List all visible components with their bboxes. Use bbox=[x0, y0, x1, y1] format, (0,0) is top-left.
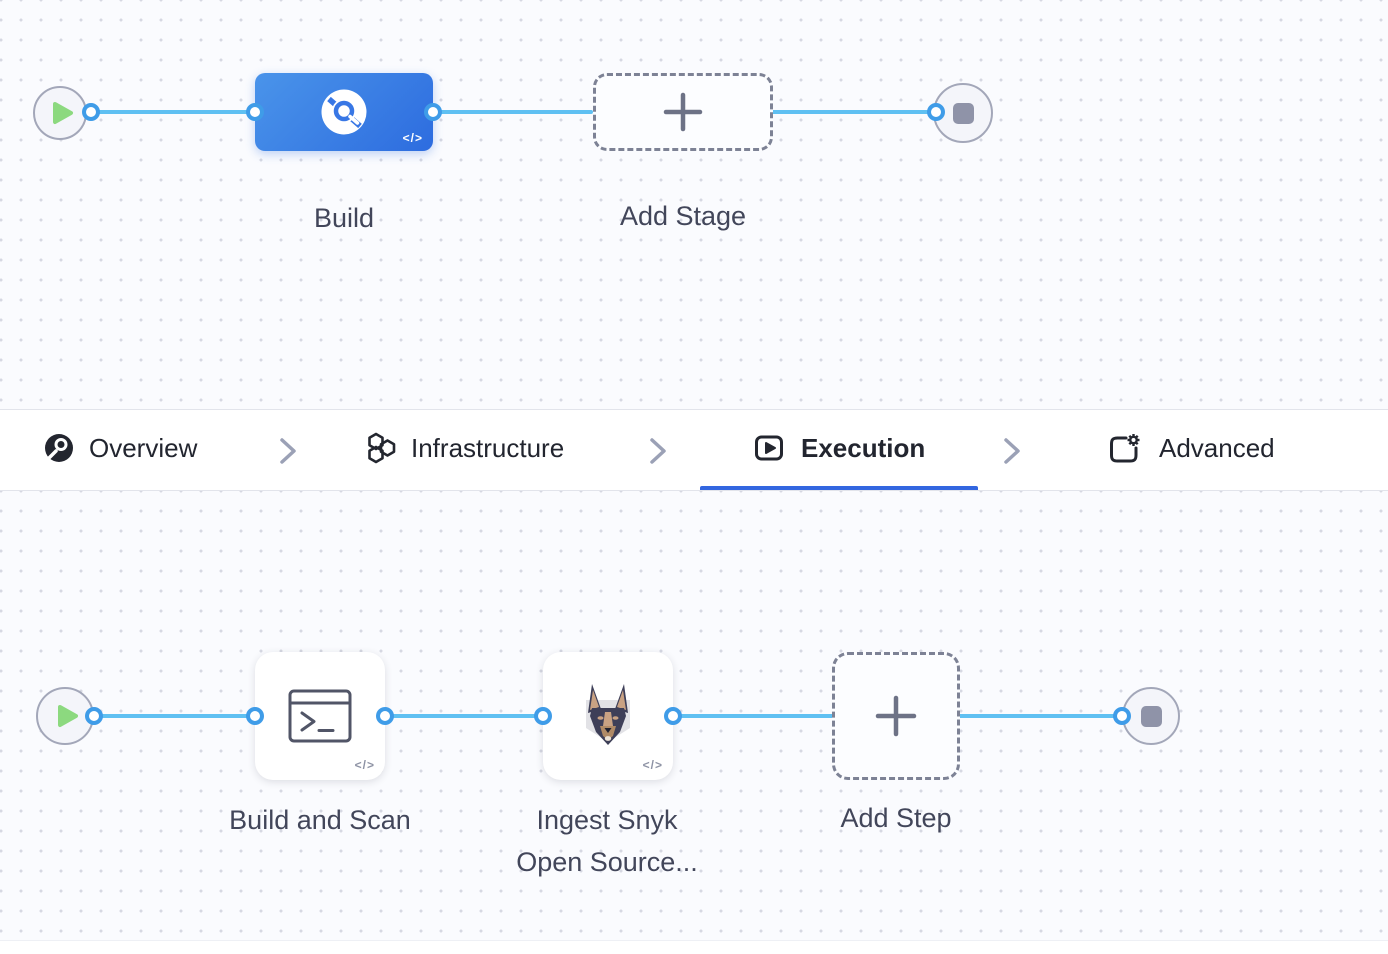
stage-tab-bar: Overview Infrastructure Execution bbox=[0, 409, 1388, 491]
step-ingest-snyk-label: Ingest Snyk Open Source... bbox=[477, 799, 737, 883]
step-ingest-snyk-label-line1: Ingest Snyk bbox=[536, 805, 678, 835]
play-icon bbox=[52, 102, 73, 124]
stop-icon bbox=[952, 102, 974, 124]
add-stage-button[interactable] bbox=[593, 73, 773, 151]
edge-start-to-build bbox=[91, 110, 255, 114]
execution-start-node[interactable] bbox=[36, 687, 94, 745]
edge-start-to-step1 bbox=[94, 714, 257, 718]
chevron-right-icon bbox=[650, 438, 666, 464]
tab-infrastructure-label: Infrastructure bbox=[411, 432, 565, 463]
step-code-badge: </> bbox=[354, 758, 375, 772]
active-tab-underline bbox=[700, 486, 978, 490]
port-build-out[interactable] bbox=[424, 103, 442, 121]
edge-build-to-addstage bbox=[433, 110, 593, 114]
execution-end-node[interactable] bbox=[1122, 687, 1180, 745]
port-step1-out[interactable] bbox=[376, 707, 394, 725]
terminal-icon bbox=[288, 689, 352, 743]
canvas-bottom-edge bbox=[0, 940, 1388, 954]
execution-icon bbox=[755, 435, 783, 461]
stage-code-badge: </> bbox=[402, 131, 423, 145]
plus-icon bbox=[663, 92, 703, 132]
port-build-in[interactable] bbox=[246, 103, 264, 121]
step-build-and-scan-label: Build and Scan bbox=[229, 805, 411, 835]
tab-execution[interactable]: Execution bbox=[752, 410, 925, 486]
stage-build-label: Build bbox=[313, 203, 375, 233]
port-step2-out[interactable] bbox=[664, 707, 682, 725]
step-build-and-scan[interactable]: </> bbox=[255, 652, 385, 780]
edge-addstep-to-end bbox=[958, 714, 1122, 718]
tab-advanced[interactable]: Advanced bbox=[1106, 410, 1275, 486]
tab-overview[interactable]: Overview bbox=[44, 410, 197, 486]
port-start-out[interactable] bbox=[82, 103, 100, 121]
add-step-button[interactable] bbox=[832, 652, 960, 780]
advanced-icon bbox=[1110, 434, 1140, 463]
stage-graph-canvas[interactable]: </> Build Add Stage bbox=[0, 0, 1388, 409]
infrastructure-icon bbox=[368, 432, 396, 464]
stage-build[interactable]: </> bbox=[255, 73, 433, 151]
edge-addstage-to-end bbox=[771, 110, 936, 114]
add-step-label: Add Step bbox=[840, 803, 952, 833]
port-end-in[interactable] bbox=[927, 103, 945, 121]
port-start-out[interactable] bbox=[85, 707, 103, 725]
port-step1-in[interactable] bbox=[246, 707, 264, 725]
step-ingest-snyk[interactable]: </> bbox=[543, 652, 673, 780]
tab-execution-label: Execution bbox=[801, 432, 926, 463]
ci-build-icon bbox=[321, 89, 367, 135]
tab-infrastructure[interactable]: Infrastructure bbox=[362, 410, 564, 486]
chevron-right-icon bbox=[1004, 438, 1020, 464]
ci-overview-icon bbox=[45, 434, 73, 462]
play-icon bbox=[57, 705, 78, 727]
execution-graph-canvas[interactable]: </> </> bbox=[0, 491, 1388, 940]
edge-step1-to-step2 bbox=[385, 714, 545, 718]
stop-icon bbox=[1140, 705, 1162, 727]
step-code-badge: </> bbox=[642, 758, 663, 772]
tab-overview-label: Overview bbox=[89, 432, 198, 463]
plus-icon bbox=[875, 695, 917, 737]
port-end-in[interactable] bbox=[1113, 707, 1131, 725]
tab-advanced-label: Advanced bbox=[1159, 432, 1275, 463]
port-step2-in[interactable] bbox=[534, 707, 552, 725]
add-stage-label: Add Stage bbox=[619, 201, 747, 231]
chevron-right-icon bbox=[280, 438, 296, 464]
edge-step2-to-addstep bbox=[673, 714, 834, 718]
snyk-dog-icon bbox=[586, 684, 630, 745]
pipeline-start-node[interactable] bbox=[33, 86, 87, 140]
step-ingest-snyk-label-line2: Open Source... bbox=[516, 847, 698, 877]
